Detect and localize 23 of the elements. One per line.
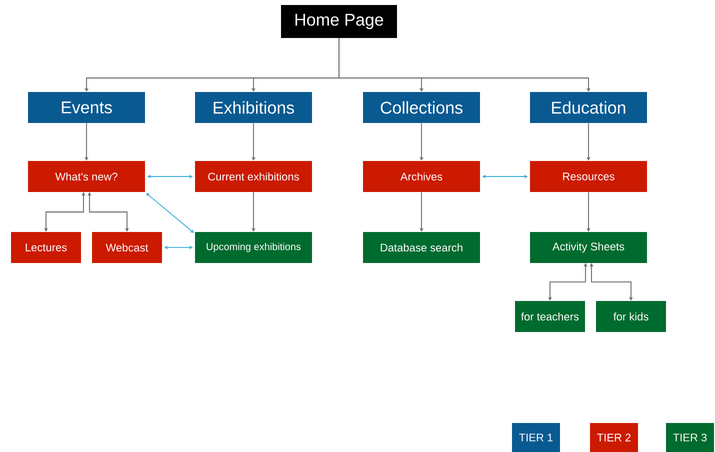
tier-box: Upcoming exhibitions [195, 232, 312, 263]
arrow [482, 174, 528, 179]
tier-box: Activity Sheets [530, 232, 647, 263]
tier-box: Collections [363, 92, 480, 123]
tier-box: Resources [530, 161, 647, 192]
tier-box: Webcast [92, 232, 162, 263]
tier-box: Archives [363, 161, 480, 192]
tier-box: for kids [596, 300, 666, 332]
legend-key: TIER 3 [666, 422, 714, 452]
legend-key: TIER 1 [512, 422, 560, 452]
arrow [147, 174, 193, 179]
tier-box: for teachers [515, 300, 585, 332]
home-page-box: Home Page [281, 5, 397, 38]
legend-key: TIER 2 [590, 422, 638, 452]
tier-box: Database search [363, 232, 480, 263]
tier-box: Lectures [11, 232, 81, 263]
arrow [164, 245, 193, 250]
tier-box: Education [530, 92, 647, 123]
tier-box: Exhibitions [195, 92, 312, 123]
arrow [146, 193, 194, 233]
tier-box: Current exhibitions [195, 161, 312, 192]
tier-box: Events [28, 92, 145, 123]
tier-box: What's new? [28, 161, 145, 192]
